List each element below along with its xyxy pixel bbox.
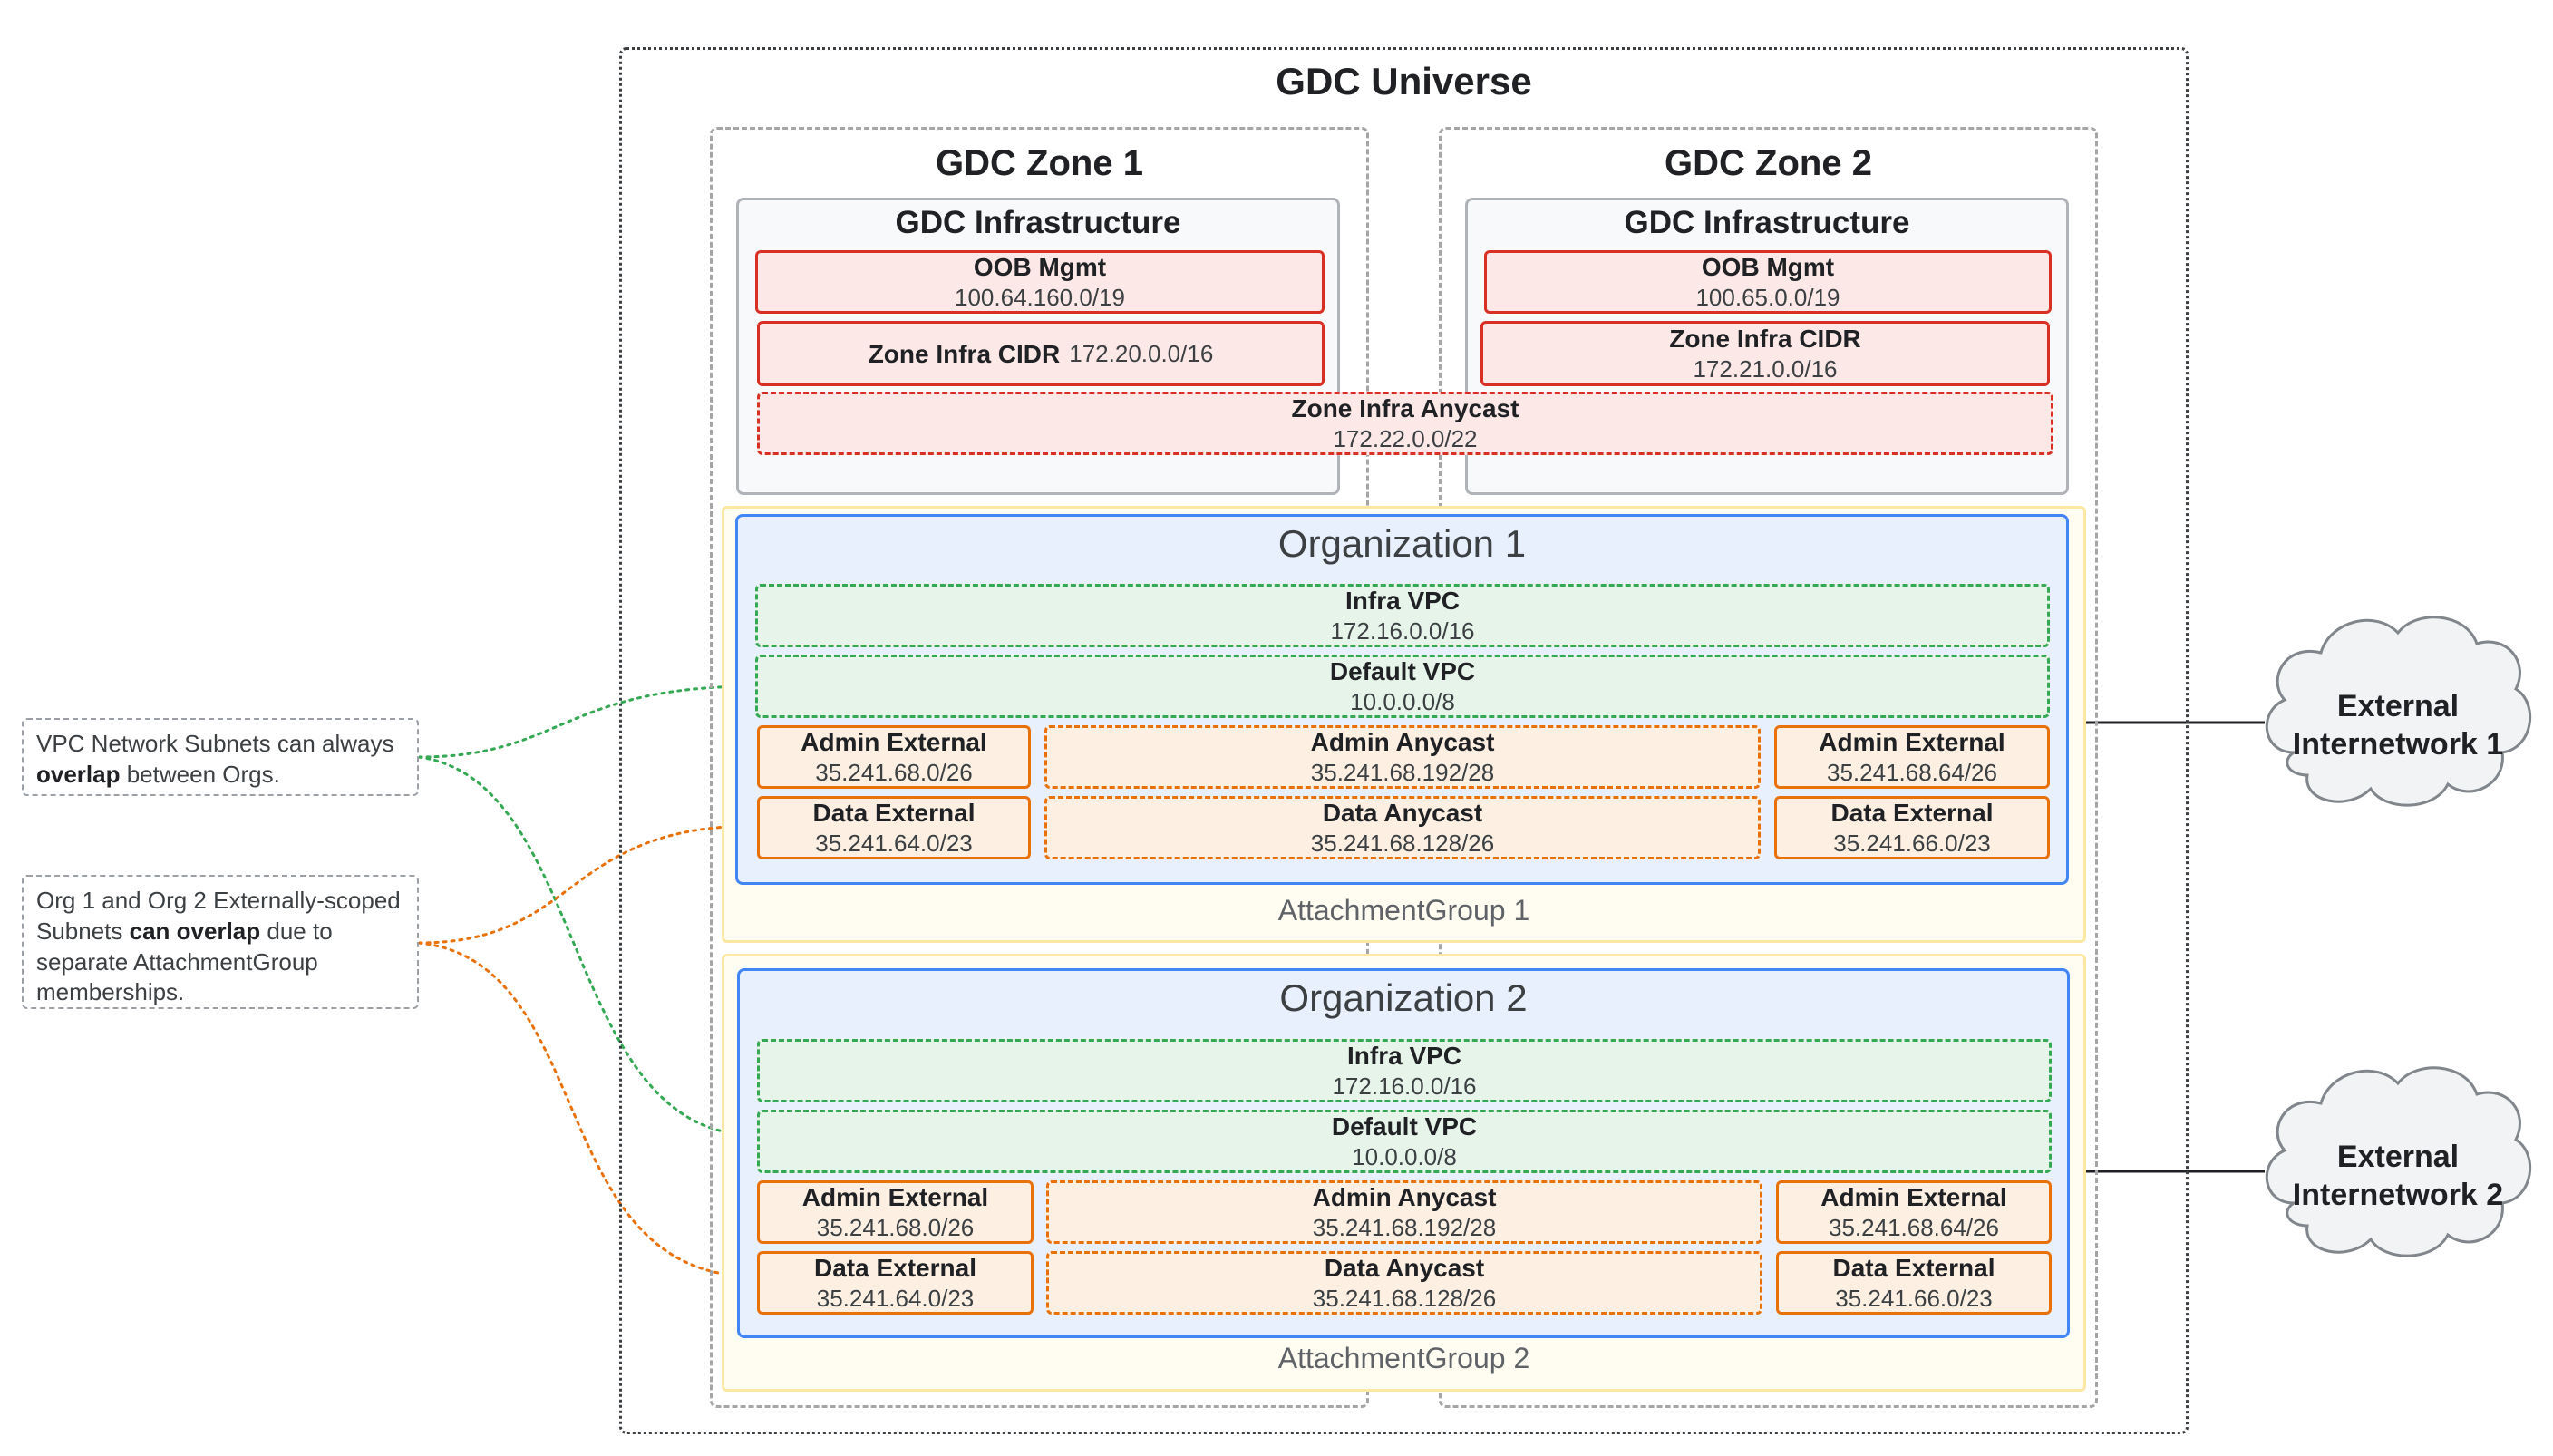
note-vpc-overlap-bold: overlap [36, 760, 121, 788]
admin-external-cidr: 35.241.68.0/26 [816, 1214, 975, 1242]
green-connector-org1 [417, 684, 757, 759]
gdc-universe [619, 47, 2189, 1434]
admin-external-cidr: 35.241.68.0/26 [815, 759, 973, 787]
org-1-data-external-left: Data External 35.241.64.0/23 [757, 796, 1031, 859]
zone-2-title: GDC Zone 2 [1665, 143, 1872, 183]
admin-anycast-cidr: 35.241.68.192/28 [1310, 759, 1495, 787]
data-anycast-label: Data Anycast [1324, 1254, 1485, 1283]
admin-anycast-label: Admin Anycast [1312, 1183, 1497, 1212]
zone-2-oob-mgmt: OOB Mgmt 100.65.0.0/19 [1484, 250, 2052, 314]
note-external-overlap-pre: Org 1 and Org 2 Externally-scoped Subnet… [36, 887, 401, 945]
org-1-data-anycast: Data Anycast 35.241.68.128/26 [1044, 796, 1761, 859]
zone-infra-cidr-value: 172.20.0.0/16 [1069, 339, 1214, 367]
org-2-admin-anycast: Admin Anycast 35.241.68.192/28 [1046, 1180, 1762, 1244]
oob-mgmt-label: OOB Mgmt [973, 253, 1107, 282]
external-internetwork-2-line2: Internetwork 2 [2292, 1178, 2504, 1212]
external-internetwork-2-line1: External [2336, 1139, 2460, 1174]
zone-1-zone-infra-cidr: Zone Infra CIDR 172.20.0.0/16 [757, 321, 1325, 386]
data-external-label: Data External [1830, 799, 1994, 828]
org-2-admin-external-left: Admin External 35.241.68.0/26 [757, 1180, 1034, 1244]
zone-1-title: GDC Zone 1 [936, 143, 1143, 183]
admin-external-cidr: 35.241.68.64/26 [1829, 1214, 1999, 1242]
org-2-data-external-right: Data External 35.241.66.0/23 [1776, 1251, 2052, 1315]
data-external-cidr: 35.241.64.0/23 [816, 1285, 975, 1313]
data-anycast-cidr: 35.241.68.128/26 [1312, 1285, 1497, 1313]
org-2-default-vpc: Default VPC 10.0.0.0/8 [757, 1110, 2052, 1173]
infra-vpc-label: Infra VPC [1344, 587, 1461, 616]
zone-infra-cidr-value: 172.21.0.0/16 [1693, 355, 1838, 383]
data-external-cidr: 35.241.66.0/23 [1835, 1285, 1993, 1313]
orange-connector-org1 [417, 824, 757, 945]
zone-1-oob-mgmt: OOB Mgmt 100.64.160.0/19 [755, 250, 1325, 314]
data-anycast-label: Data Anycast [1322, 799, 1483, 828]
external-internetwork-1-label: External Internetwork 1 [2267, 680, 2529, 771]
zone-infra-cidr-label: Zone Infra CIDR [868, 339, 1061, 368]
admin-external-label: Admin External [1820, 1183, 2007, 1212]
oob-mgmt-label: OOB Mgmt [1701, 253, 1835, 282]
infra-vpc-cidr: 172.16.0.0/16 [1330, 617, 1475, 645]
admin-external-label: Admin External [1819, 728, 2005, 757]
orange-connector-org2 [417, 941, 757, 1278]
note-external-overlap-bold: can overlap [129, 917, 261, 945]
default-vpc-cidr: 10.0.0.0/8 [1352, 1143, 1457, 1171]
org-1-admin-external-left: Admin External 35.241.68.0/26 [757, 725, 1031, 789]
infra-vpc-cidr: 172.16.0.0/16 [1332, 1073, 1477, 1101]
zone-2-infra-title: GDC Infrastructure [1624, 205, 1910, 240]
org-1-data-external-right: Data External 35.241.66.0/23 [1774, 796, 2050, 859]
zone-infra-anycast: Zone Infra Anycast 172.22.0.0/22 [757, 392, 2053, 455]
default-vpc-cidr: 10.0.0.0/8 [1350, 688, 1455, 716]
zone-infra-anycast-cidr: 172.22.0.0/22 [1333, 425, 1478, 453]
org-1-admin-anycast: Admin Anycast 35.241.68.192/28 [1044, 725, 1761, 789]
attachment-group-2-label: AttachmentGroup 2 [1277, 1342, 1530, 1374]
zone-2-zone-infra-cidr: Zone Infra CIDR 172.21.0.0/16 [1480, 321, 2050, 386]
zone-1-infra-title: GDC Infrastructure [895, 205, 1181, 240]
oob-mgmt-cidr: 100.64.160.0/19 [955, 284, 1125, 312]
data-external-cidr: 35.241.66.0/23 [1833, 830, 1991, 858]
admin-external-label: Admin External [801, 728, 987, 757]
infra-vpc-label: Infra VPC [1346, 1042, 1462, 1071]
organization-2-title: Organization 2 [1279, 976, 1528, 1019]
data-external-label: Data External [1832, 1254, 1995, 1283]
admin-anycast-label: Admin Anycast [1310, 728, 1495, 757]
external-internetwork-2-label: External Internetwork 2 [2267, 1131, 2529, 1221]
note-external-overlap: Org 1 and Org 2 Externally-scoped Subnet… [22, 875, 419, 1009]
universe-title: GDC Universe [1276, 60, 1532, 102]
external-internetwork-1-line2: Internetwork 1 [2292, 727, 2504, 762]
admin-anycast-cidr: 35.241.68.192/28 [1312, 1214, 1497, 1242]
oob-mgmt-cidr: 100.65.0.0/19 [1695, 284, 1840, 312]
org-1-infra-vpc: Infra VPC 172.16.0.0/16 [755, 584, 2050, 647]
note-vpc-overlap-pre: VPC Network Subnets can always [36, 730, 394, 757]
note-vpc-overlap-post: between Orgs. [120, 760, 280, 788]
data-external-cidr: 35.241.64.0/23 [815, 830, 973, 858]
org-2-data-anycast: Data Anycast 35.241.68.128/26 [1046, 1251, 1762, 1315]
organization-1-title: Organization 1 [1277, 522, 1527, 565]
org-2-admin-external-right: Admin External 35.241.68.64/26 [1776, 1180, 2052, 1244]
org-2-infra-vpc: Infra VPC 172.16.0.0/16 [757, 1039, 2052, 1102]
note-external-overlap-post: due to separate AttachmentGroup membersh… [36, 917, 333, 1006]
org-1-default-vpc: Default VPC 10.0.0.0/8 [755, 655, 2050, 718]
admin-external-cidr: 35.241.68.64/26 [1827, 759, 1997, 787]
default-vpc-label: Default VPC [1329, 657, 1476, 686]
default-vpc-label: Default VPC [1331, 1112, 1478, 1141]
external-internetwork-1-line1: External [2336, 688, 2460, 723]
attachment-group-1-label: AttachmentGroup 1 [1277, 894, 1530, 927]
data-anycast-cidr: 35.241.68.128/26 [1310, 830, 1495, 858]
zone-infra-cidr-label: Zone Infra CIDR [1669, 325, 1861, 354]
zone-infra-anycast-label: Zone Infra Anycast [1291, 394, 1519, 423]
note-vpc-overlap: VPC Network Subnets can always overlap b… [22, 718, 419, 796]
data-external-label: Data External [812, 799, 976, 828]
org-1-admin-external-right: Admin External 35.241.68.64/26 [1774, 725, 2050, 789]
org-2-data-external-left: Data External 35.241.64.0/23 [757, 1251, 1034, 1315]
admin-external-label: Admin External [801, 1183, 989, 1212]
data-external-label: Data External [814, 1254, 976, 1283]
